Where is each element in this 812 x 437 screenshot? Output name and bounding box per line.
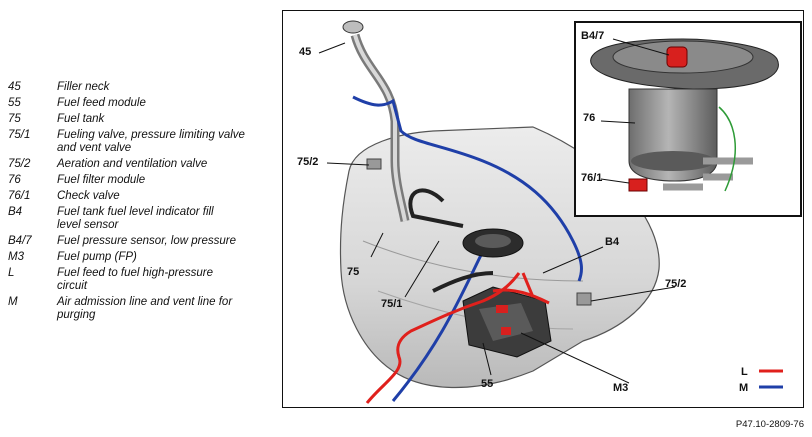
legend-text: Air admission line and vent line for pur… (57, 296, 233, 321)
fuel-filter-outlet (663, 157, 753, 191)
legend-text: Check valve (57, 190, 120, 202)
callout-75-2-right: 75/2 (665, 278, 686, 290)
line-key-l-label: L (741, 366, 748, 378)
legend-row-45: 45 Filler neck (8, 81, 276, 94)
legend-row-75: 75 Fuel tank (8, 113, 276, 126)
legend-row-76-1: 76/1 Check valve (8, 190, 276, 203)
legend-code: 75/1 (8, 129, 31, 141)
legend-row-75-2: 75/2 Aeration and ventilation valve (8, 158, 276, 171)
check-valve-76-1 (628, 178, 648, 192)
callout-55: 55 (481, 378, 493, 390)
legend-row-76: 76 Fuel filter module (8, 174, 276, 187)
legend-text: Aeration and ventilation valve (57, 158, 208, 170)
leader-line (318, 38, 676, 384)
legend-text: Fueling valve, pressure limiting valve a… (57, 129, 245, 154)
legend-row-b4-7: B4/7 Fuel pressure sensor, low pressure (8, 235, 276, 248)
black-hose (408, 188, 464, 228)
legend-text: Filler neck (57, 81, 110, 93)
legend-code: 45 (8, 81, 21, 93)
pump-red-part (501, 327, 511, 335)
legend-row-m3: M3 Fuel pump (FP) (8, 251, 276, 264)
check-valve-red (496, 305, 508, 313)
fuel-tank-rib (362, 240, 584, 282)
legend-text: Fuel tank fuel level indicator fill leve… (57, 206, 214, 231)
pressure-sensor-b4-7 (666, 46, 688, 68)
aeration-valve-75-2-right (576, 292, 592, 306)
callout-b4: B4 (605, 236, 620, 248)
filler-neck-cap (342, 20, 364, 34)
legend-code: M3 (8, 251, 24, 263)
legend-code: 76/1 (8, 190, 31, 202)
aeration-valve-75-2-left (366, 158, 382, 170)
callout-75-1: 75/1 (381, 298, 402, 310)
legend-row-75-1: 75/1 Fueling valve, pressure limiting va… (8, 129, 276, 155)
line-key-m-label: M (739, 382, 748, 394)
legend-row-55: 55 Fuel feed module (8, 97, 276, 110)
green-wire (718, 106, 737, 192)
legend-code: 75 (8, 113, 21, 125)
legend-code: L (8, 267, 15, 279)
legend-code: B4 (8, 206, 23, 218)
callout-75: 75 (347, 266, 359, 278)
callout-75-2-left: 75/2 (297, 156, 318, 168)
filler-neck-pipe-highlight (353, 34, 407, 222)
legend-code: M (8, 296, 18, 308)
legend-text: Fuel pump (FP) (57, 251, 137, 263)
callout-76: 76 (583, 112, 595, 124)
callout-m3: M3 (613, 382, 628, 394)
feed-line-l (365, 272, 550, 404)
legend-row-b4: B4 Fuel tank fuel level indicator fill l… (8, 206, 276, 232)
legend-code: 76 (8, 174, 21, 186)
legend-text: Fuel pressure sensor, low pressure (57, 235, 236, 247)
callout-76-1: 76/1 (581, 172, 602, 184)
callout-b4-7: B4/7 (581, 30, 604, 42)
vent-line-m (352, 95, 583, 402)
legend-row-m: M Air admission line and vent line for p… (8, 296, 276, 322)
fuel-system-diagram: 45 75/2 75 75/1 55 B4 75/2 M3 B4/7 76 76… (297, 20, 802, 404)
legend-row-l: L Fuel feed to fuel high-pressure circui… (8, 267, 276, 293)
legend-list: 45 Filler neck 55 Fuel feed module 75 Fu… (8, 81, 276, 322)
legend-text: Fuel feed to fuel high-pressure circuit (57, 267, 213, 292)
fuel-filter-module-76-bottom (631, 151, 715, 171)
legend-code: B4/7 (8, 235, 32, 247)
fill-level-sensor-b4-inner (475, 234, 511, 248)
figure-reference: P47.10-2809-76 (735, 419, 804, 430)
black-hose (432, 271, 494, 293)
legend-text: Fuel filter module (57, 174, 146, 186)
callout-45: 45 (299, 46, 311, 58)
legend-code: 75/2 (8, 158, 31, 170)
fuel-feed-module-55-face (479, 303, 533, 341)
diagram-frame: 45 75/2 75 75/1 55 B4 75/2 M3 B4/7 76 76… (282, 10, 804, 408)
legend-text: Fuel feed module (57, 97, 146, 109)
legend-code: 55 (8, 97, 21, 109)
legend-text: Fuel tank (57, 113, 105, 125)
